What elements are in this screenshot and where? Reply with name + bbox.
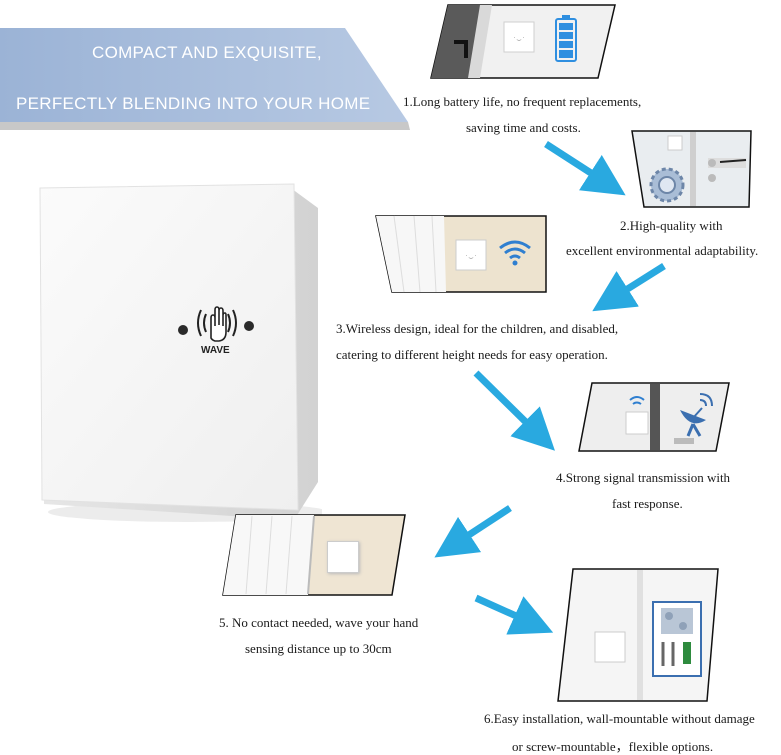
gear-icon (648, 166, 686, 209)
switch-icon (327, 541, 359, 573)
banner-shape (0, 28, 410, 130)
wave-switch-device: WAVE (38, 182, 328, 527)
header-banner: COMPACT AND EXQUISITE, PERFECTLY BLENDIN… (0, 20, 410, 130)
feature-6-line2: or screw-mountable，flexible options. (512, 739, 714, 754)
svg-text:· ‿ ·: · ‿ · (514, 35, 525, 41)
wave-hand-icon (193, 302, 241, 349)
feature-1-line2: saving time and costs. (466, 120, 581, 135)
feature-2-line2: excellent environmental adaptability. (566, 243, 759, 258)
feature-image-3: · ‿ · (374, 214, 548, 294)
feature-image-2 (628, 130, 752, 208)
battery-icon (554, 14, 578, 67)
arrow-3 (473, 370, 555, 451)
banner-title-line2: PERFECTLY BLENDING INTO YOUR HOME (16, 94, 371, 113)
feature-4-line2: fast response. (612, 496, 683, 511)
sensor-dot-right (244, 321, 254, 331)
feature-image-4 (578, 382, 730, 452)
feature-5-line1: 5. No contact needed, wave your hand (219, 615, 419, 630)
feature-image-5 (222, 514, 406, 596)
wave-label: WAVE (201, 345, 230, 356)
arrow-2 (592, 263, 666, 312)
feature-5-line2: sensing distance up to 30cm (245, 641, 392, 656)
screws-icon (657, 606, 697, 677)
arrow-4 (434, 505, 512, 558)
feature-1-line1: 1.Long battery life, no frequent replace… (403, 94, 642, 109)
feature-image-6 (557, 568, 719, 702)
wifi-icon (498, 238, 532, 271)
feature-3-line1: 3.Wireless design, ideal for the childre… (336, 321, 619, 336)
svg-text:· ‿ ·: · ‿ · (466, 253, 477, 259)
feature-image-1: · ‿ · (430, 4, 616, 79)
satellite-dish-icon (676, 390, 716, 443)
sensor-dot-left (178, 325, 188, 335)
feature-3-line2: catering to different height needs for e… (336, 347, 608, 362)
arrow-1 (544, 141, 626, 196)
feature-6-line1: 6.Easy installation, wall-mountable with… (484, 711, 755, 726)
banner-title-line1: COMPACT AND EXQUISITE, (92, 43, 322, 62)
feature-2-line1: 2.High-quality with (620, 218, 723, 233)
arrow-5 (474, 594, 554, 635)
feature-4-line1: 4.Strong signal transmission with (556, 470, 731, 485)
